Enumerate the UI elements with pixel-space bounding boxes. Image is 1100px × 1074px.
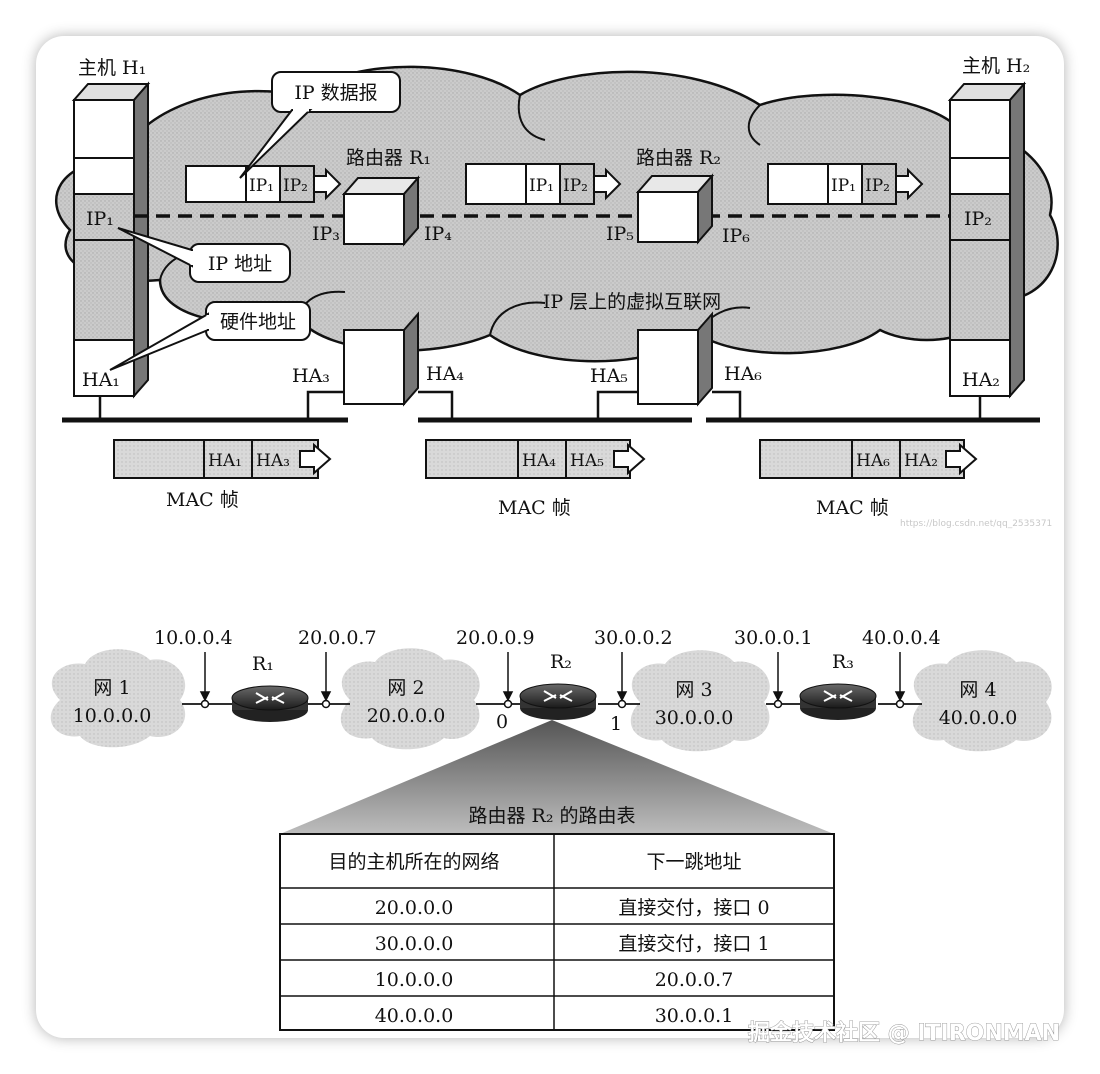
router-r1-title: 路由器 R₁ — [346, 147, 431, 169]
virtual-internet-cloud: IP 层上的虚拟互联网 — [54, 65, 1059, 363]
mac-frame-2-src: HA₅ — [570, 451, 604, 471]
datagram-1-src: IP₁ — [249, 176, 274, 196]
mac-frame-3: HA₆ HA₂ MAC 帧 — [759, 439, 978, 519]
physical-links — [62, 390, 1040, 423]
interface-points — [200, 699, 905, 709]
host-h1-stack: IP₁ HA₁ — [71, 81, 151, 420]
mac-frame-2: HA₄ HA₅ MAC 帧 — [425, 439, 646, 519]
table-row-2-hop: 直接交付，接口 1 — [618, 933, 769, 955]
datagram-2-dst: IP₂ — [563, 176, 588, 196]
router-r1-icon — [231, 685, 309, 722]
network-3-name: 网 3 — [675, 679, 712, 701]
interface-30-0-0-2: 30.0.0.2 — [594, 627, 673, 649]
network-cloud-4: 网 4 40.0.0.0 — [912, 650, 1052, 752]
table-row-3-hop: 20.0.0.7 — [655, 969, 734, 991]
network-3-address: 30.0.0.0 — [655, 707, 734, 729]
table-row-1-hop: 直接交付，接口 0 — [618, 897, 769, 919]
routing-table-cone — [280, 720, 834, 834]
router-r1 — [341, 175, 421, 407]
ip6-label: IP₆ — [722, 225, 750, 247]
mac-frame-1-label: MAC 帧 — [166, 489, 239, 511]
interface-arrows — [199, 652, 906, 702]
callout-ip-address-text: IP 地址 — [208, 253, 272, 275]
router-r2-name: R₂ — [550, 651, 572, 673]
host-h2-title: 主机 H₂ — [962, 55, 1030, 77]
ha4-label: HA₄ — [426, 363, 464, 385]
network-1-address: 10.0.0.0 — [73, 705, 152, 727]
network-2-name: 网 2 — [387, 677, 424, 699]
ha1-label: HA₁ — [82, 369, 120, 391]
callout-hardware-address: 硬件地址 — [109, 301, 311, 371]
callout-ip-datagram: IP 数据报 — [239, 71, 401, 179]
ha3-label: HA₃ — [292, 365, 330, 387]
table-row-2-dest: 30.0.0.0 — [375, 933, 454, 955]
callout-hardware-address-text: 硬件地址 — [220, 311, 296, 333]
network-cloud-3: 网 3 30.0.0.0 — [630, 650, 770, 752]
router-r1-name: R₁ — [252, 653, 274, 675]
table-header-destination: 目的主机所在的网络 — [328, 851, 499, 873]
table-row-3-dest: 10.0.0.0 — [375, 969, 454, 991]
table-row-4-dest: 40.0.0.0 — [375, 1005, 454, 1027]
ip4-label: IP₄ — [424, 223, 452, 245]
interface-30-0-0-1: 30.0.0.1 — [734, 627, 813, 649]
router-r2-port-0: 0 — [496, 711, 508, 733]
network-4-address: 40.0.0.0 — [939, 707, 1018, 729]
mac-frame-1-src: HA₃ — [256, 451, 290, 471]
ha5-label: HA₅ — [590, 365, 628, 387]
ip1-label: IP₁ — [86, 208, 114, 230]
interface-10-0-0-4: 10.0.0.4 — [154, 627, 233, 649]
router-r3-icon — [799, 683, 877, 720]
callout-ip-datagram-text: IP 数据报 — [294, 82, 377, 104]
callout-ip-address: IP 地址 — [117, 227, 291, 283]
network-2-address: 20.0.0.0 — [367, 705, 446, 727]
routing-table-title: 路由器 R₂ 的路由表 — [468, 805, 635, 827]
interface-20-0-0-9: 20.0.0.9 — [456, 627, 535, 649]
site-watermark: 掘金技术社区 @ ITIRONMAN — [748, 1020, 1060, 1046]
table-row-4-hop: 30.0.0.1 — [655, 1005, 734, 1027]
ip-datagram-1: IP₁ IP₂ — [185, 165, 342, 203]
table-row-1-dest: 20.0.0.0 — [375, 897, 454, 919]
routing-table: 目的主机所在的网络 下一跳地址 20.0.0.0 直接交付，接口 0 30.0.… — [279, 833, 835, 1031]
router-r2-title: 路由器 R₂ — [636, 147, 721, 169]
router-r3-name: R₃ — [832, 651, 854, 673]
ip-datagram-2: IP₁ IP₂ — [465, 163, 622, 205]
mac-frame-3-src: HA₂ — [904, 451, 938, 471]
network-1-name: 网 1 — [93, 677, 130, 699]
ip-datagram-3: IP₁ IP₂ — [767, 163, 924, 205]
mac-frame-1: HA₁ HA₃ MAC 帧 — [113, 439, 332, 511]
datagram-2-src: IP₁ — [529, 176, 554, 196]
datagram-3-src: IP₁ — [831, 176, 856, 196]
router-r2-icon — [519, 683, 597, 720]
mac-frame-1-dst: HA₁ — [208, 451, 242, 471]
url-watermark: https://blog.csdn.net/qq_2535371 — [900, 519, 1052, 529]
interface-40-0-0-4: 40.0.0.4 — [862, 627, 941, 649]
host-h1-title: 主机 H₁ — [78, 57, 146, 79]
ip2-host-label: IP₂ — [964, 208, 992, 230]
mac-frame-2-label: MAC 帧 — [498, 497, 571, 519]
ha6-label: HA₆ — [724, 363, 762, 385]
ip5-label: IP₅ — [606, 223, 634, 245]
host-h2-stack: IP₂ HA₂ — [947, 81, 1027, 420]
mac-frame-3-dst: HA₆ — [856, 451, 890, 471]
table-header-next-hop: 下一跳地址 — [646, 851, 741, 873]
ha2-label: HA₂ — [962, 369, 1000, 391]
router-r2-port-1: 1 — [610, 713, 622, 735]
mac-frame-2-dst: HA₄ — [522, 451, 556, 471]
router-r2 — [635, 173, 715, 407]
virtual-internet-label: IP 层上的虚拟互联网 — [543, 291, 721, 313]
mac-frame-3-label: MAC 帧 — [816, 497, 889, 519]
ip3-label: IP₃ — [312, 223, 340, 245]
datagram-3-dst: IP₂ — [865, 176, 890, 196]
interface-20-0-0-7: 20.0.0.7 — [298, 627, 377, 649]
network-cloud-1: 网 1 10.0.0.0 — [50, 649, 186, 748]
network-cloud-2: 网 2 20.0.0.0 — [340, 648, 480, 750]
network-4-name: 网 4 — [959, 679, 996, 701]
datagram-1-dst: IP₂ — [283, 176, 308, 196]
